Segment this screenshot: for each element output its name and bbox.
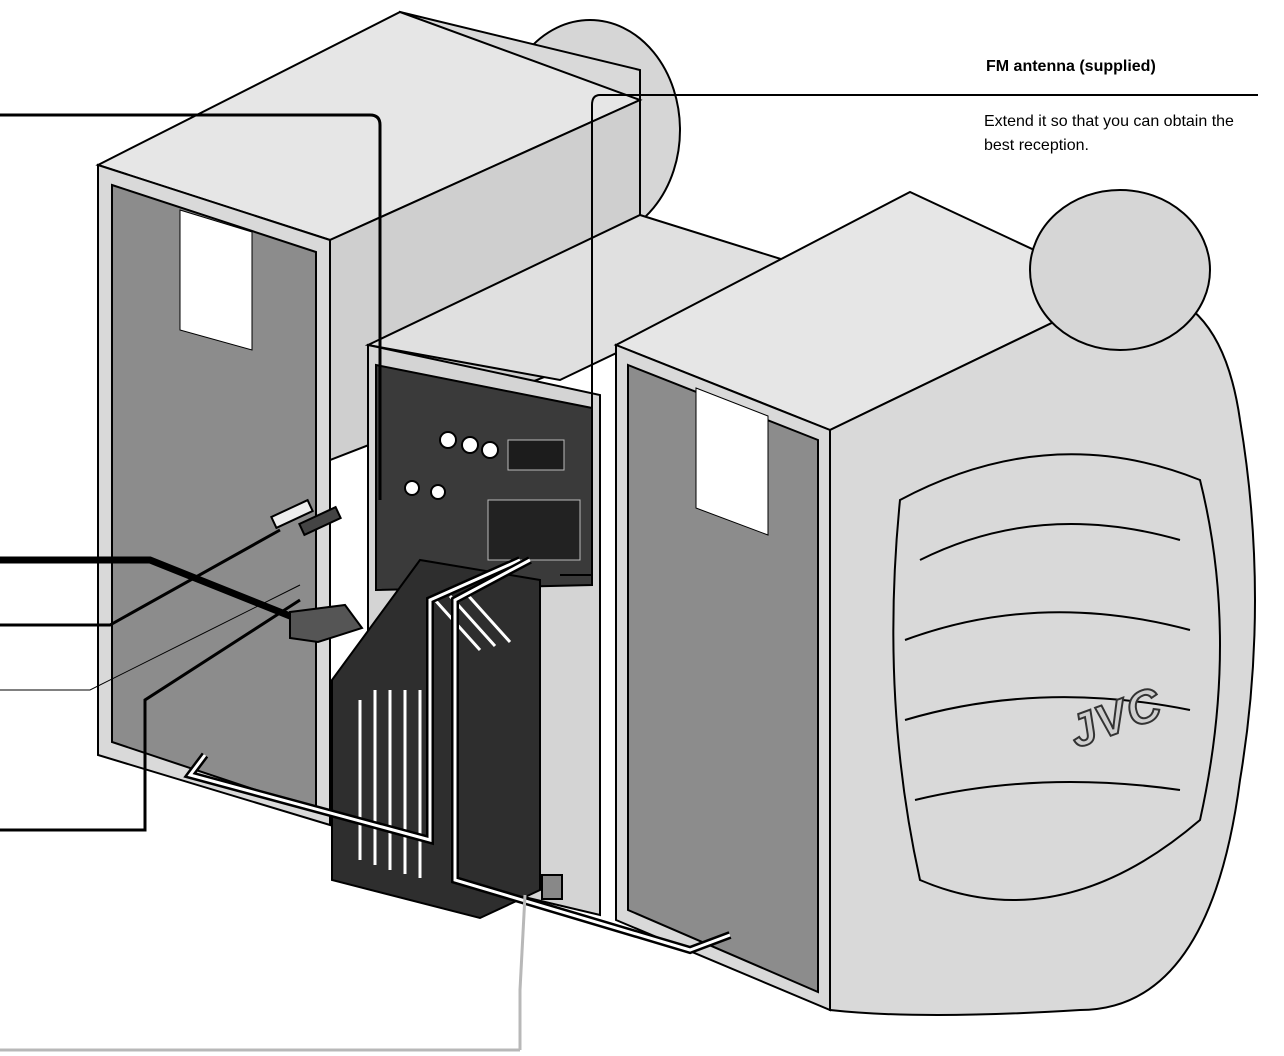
right-speaker-enclosure [829, 288, 1256, 1016]
right-speaker [613, 189, 1256, 1016]
left-speaker-label [179, 209, 253, 351]
callout-title: FM antenna (supplied) [986, 58, 1156, 75]
vent-section [331, 558, 541, 920]
rca-plugs [270, 498, 342, 537]
right-speaker-label [695, 387, 769, 536]
leader-lines [0, 94, 1258, 1052]
power-socket [541, 874, 563, 900]
scart-connector [507, 439, 565, 471]
speaker-terminals [487, 499, 581, 561]
scart-plug [289, 603, 364, 644]
speaker-cables [183, 556, 732, 955]
callout-description: Extend it so that you can obtain the bes… [984, 113, 1234, 154]
